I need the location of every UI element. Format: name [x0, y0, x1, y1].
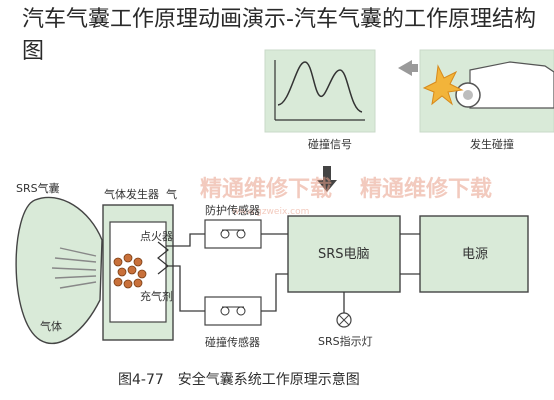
explosion-icon: [422, 64, 464, 106]
crash-signal-panel: 碰撞信号: [264, 49, 376, 151]
srs-ecu-label: SRS电脑: [318, 247, 370, 262]
igniter-coil-icon: [157, 241, 169, 275]
safety-sensor-label: 防护传感器: [205, 203, 260, 217]
safety-sensor-box: [204, 219, 262, 249]
airbag-gas-label: 气体: [40, 319, 62, 333]
airbag-shape: [15, 196, 103, 345]
safety-sensor: 防护传感器: [204, 203, 262, 249]
wiring: [166, 233, 420, 313]
crash-signal-graph-frame: [264, 49, 376, 133]
crash-sensor-label: 碰撞传感器: [205, 335, 260, 349]
collision-arrow-shaft: [412, 64, 418, 72]
power-box: [419, 215, 529, 293]
crash-sensor-box: [204, 296, 262, 326]
page-title: 汽车气囊工作原理动画演示-汽车气囊的工作原理结构图: [22, 7, 536, 64]
figure-caption: 图4-77 安全气囊系统工作原理示意图: [118, 371, 360, 388]
down-arrow-head: [317, 180, 337, 192]
srs-indicator-label: SRS指示灯: [318, 334, 373, 348]
collision-arrow-head: [398, 60, 412, 76]
collision-label: 发生碰撞: [470, 137, 514, 151]
crash-signal-label: 碰撞信号: [308, 137, 352, 151]
airbag: SRS气囊 气体: [15, 181, 103, 345]
gas-pellets-icon: [113, 253, 147, 289]
car-hub-icon: [463, 90, 473, 100]
crash-signal-curve: [277, 61, 363, 113]
gas-agent-label: 充气剂: [140, 289, 173, 303]
watermark-url: www.gzweix.com: [232, 207, 309, 217]
power-label: 电源: [462, 247, 488, 262]
watermark-right: 精通维修下载: [360, 176, 492, 202]
inflator-label: 气体发生器: [104, 187, 159, 201]
igniter-label: 点火器: [140, 230, 173, 243]
car-body-icon: [469, 61, 554, 109]
crash-sensor: 碰撞传感器: [204, 296, 262, 349]
gas-flow-lines: [51, 247, 97, 289]
watermark: 精通维修下载: [200, 176, 332, 202]
inflator-side-label: 气: [166, 187, 177, 201]
inflator: 气体发生器 气 点火器 充气剂: [102, 187, 177, 341]
down-arrow-shaft: [323, 166, 331, 180]
airbag-label: SRS气囊: [16, 181, 60, 195]
collision-panel: 发生碰撞: [419, 49, 554, 151]
